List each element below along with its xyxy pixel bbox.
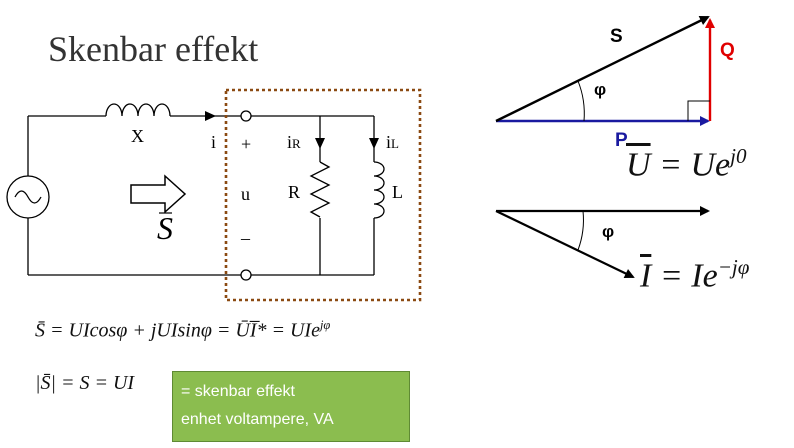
right-angle-marker (687, 100, 710, 121)
phi-arc (577, 80, 585, 122)
label-phi-1: φ (594, 80, 607, 99)
label-u: u (241, 184, 250, 204)
label-i: i (211, 132, 217, 152)
label-s-vector: S (610, 26, 623, 47)
label-r: R (288, 182, 301, 202)
label-ir: iR (287, 132, 301, 152)
terminals (240, 110, 252, 281)
load-box (224, 88, 422, 302)
i-equation: I = Ie−jφ (640, 255, 750, 295)
current-arrows (205, 111, 379, 149)
resistor-r (309, 161, 331, 218)
label-l: L (392, 182, 403, 202)
ac-source-icon (6, 175, 50, 219)
note-line-2: enhet voltampere, VA (181, 411, 334, 428)
note-line-1: = skenbar effekt (181, 383, 295, 400)
page-title: Skenbar effekt (48, 29, 259, 69)
s-vector (495, 15, 710, 123)
u-equation: U = Uej0 (626, 144, 747, 184)
label-x: X (131, 126, 144, 146)
label-q-vector: Q (720, 40, 735, 61)
definition-note: = skenbar effekt enhet voltampere, VA (172, 371, 410, 442)
label-minus: – (241, 228, 250, 248)
label-plus: + (241, 134, 252, 154)
circuit (27, 103, 385, 276)
label-il: iL (386, 132, 399, 152)
label-p-vector: P (615, 130, 628, 151)
phi-arc-2 (577, 210, 584, 251)
phasor-diagram (495, 206, 710, 279)
apparent-power-magnitude: |S̄| = S = UI (35, 372, 135, 394)
power-triangle (495, 15, 715, 126)
i-phasor (495, 210, 635, 279)
power-flow-arrow-icon (130, 174, 187, 214)
apparent-power-equation: S̄ = UIcosφ + jUIsinφ = ŪI̅* = UIejφ (35, 318, 331, 342)
inductor-x (105, 103, 171, 117)
label-s-circuit: S (157, 210, 173, 246)
label-phi-2: φ (602, 222, 615, 241)
inductor-l (373, 161, 385, 219)
